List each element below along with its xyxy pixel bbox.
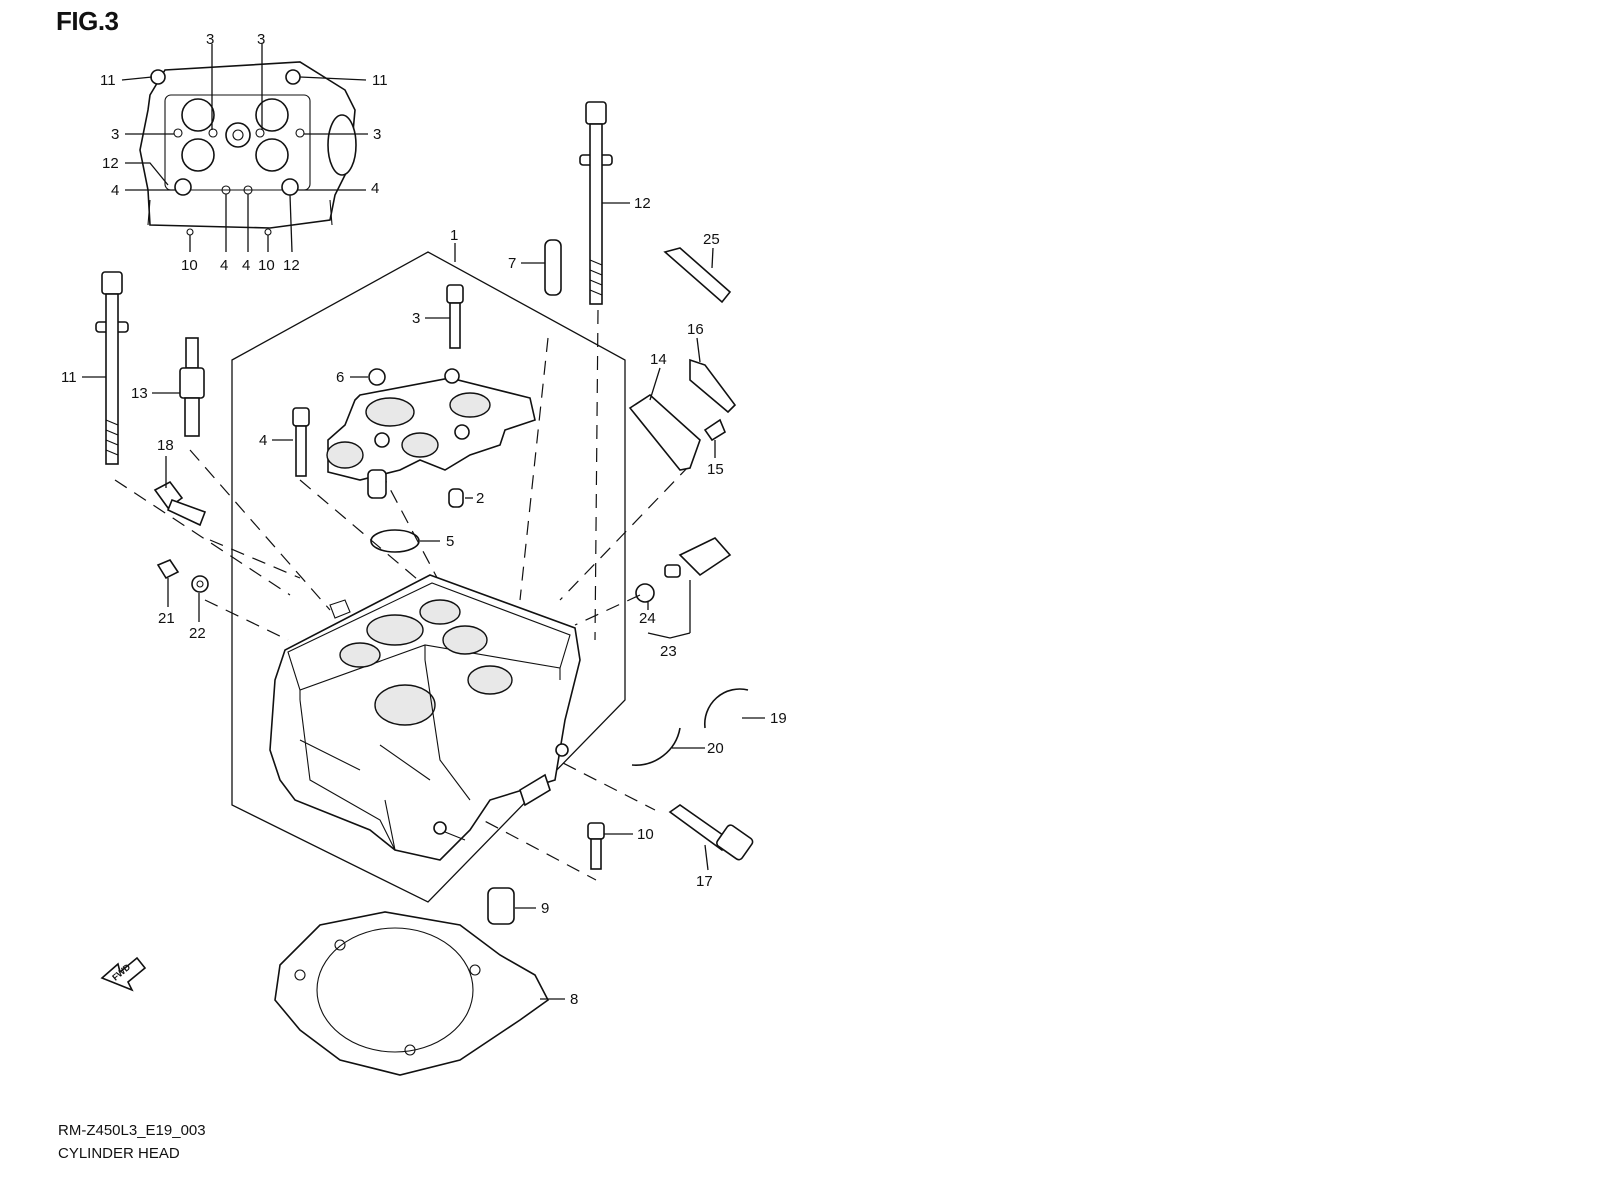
part-label-6: 6 <box>336 369 344 386</box>
inset-label-10b: 10 <box>258 257 275 274</box>
part-label-7: 7 <box>508 255 516 272</box>
inset-label-11a: 11 <box>100 72 116 89</box>
part-label-13: 13 <box>131 385 148 402</box>
part-label-11: 11 <box>61 369 77 386</box>
part-label-21: 21 <box>158 610 175 627</box>
part-label-1: 1 <box>450 227 458 244</box>
part-label-23: 23 <box>660 643 677 660</box>
part-label-20: 20 <box>707 740 724 757</box>
part-label-2: 2 <box>476 490 484 507</box>
part-label-16: 16 <box>687 321 704 338</box>
cylinder-head-body <box>269 574 581 861</box>
part-label-18: 18 <box>157 437 174 454</box>
inset-top-view <box>139 61 357 236</box>
inset-leader-lines <box>121 44 368 253</box>
inset-labels: 3 3 11 11 3 3 12 4 4 10 4 4 10 12 <box>100 31 388 274</box>
fwd-arrow-icon: FWD <box>100 956 147 992</box>
main-leader-lines <box>82 202 765 1000</box>
inset-label-3a: 3 <box>206 31 214 48</box>
part-labels: 1 2 3 4 5 6 7 8 9 10 11 12 13 14 15 16 1… <box>61 195 787 1008</box>
part-label-24: 24 <box>639 610 656 627</box>
part-label-14: 14 <box>650 351 667 368</box>
part-label-22: 22 <box>189 625 206 642</box>
figure-code: RM-Z450L3_E19_003 <box>58 1122 206 1139</box>
inset-label-3c: 3 <box>111 126 119 143</box>
part-label-19: 19 <box>770 710 787 727</box>
part-label-3: 3 <box>412 310 420 327</box>
camshaft-holder <box>326 368 536 499</box>
figure-title: FIG.3 <box>56 6 119 36</box>
part-label-15: 15 <box>707 461 724 478</box>
part-label-5: 5 <box>446 533 454 550</box>
part-label-12: 12 <box>634 195 651 212</box>
inset-label-3d: 3 <box>373 126 381 143</box>
bolts-and-parts <box>95 101 754 1076</box>
assembly-boundary-box <box>231 251 626 903</box>
inset-label-12a: 12 <box>102 155 119 172</box>
figure-name: CYLINDER HEAD <box>58 1145 180 1162</box>
part-label-8: 8 <box>570 991 578 1008</box>
part-label-9: 9 <box>541 900 549 917</box>
part-label-10: 10 <box>637 826 654 843</box>
inset-label-4c: 4 <box>220 257 228 274</box>
part-label-4: 4 <box>259 432 267 449</box>
inset-label-4d: 4 <box>242 257 250 274</box>
part-label-25: 25 <box>703 231 720 248</box>
inset-label-12b: 12 <box>283 257 300 274</box>
part-label-17: 17 <box>696 873 713 890</box>
inset-label-3b: 3 <box>257 31 265 48</box>
inset-label-11b: 11 <box>372 72 388 89</box>
inset-label-10a: 10 <box>181 257 198 274</box>
inset-label-4b: 4 <box>371 180 379 197</box>
inset-label-4a: 4 <box>111 182 119 199</box>
